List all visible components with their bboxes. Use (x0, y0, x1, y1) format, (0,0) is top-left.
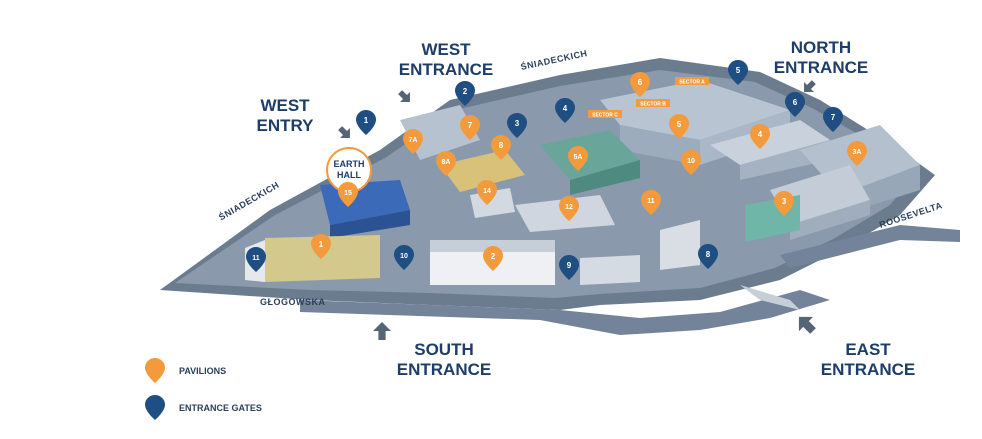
pavilion-pin-label: 14 (483, 188, 491, 195)
pavilion-pin-label: 3 (782, 197, 787, 206)
legend-entrance-gates: ENTRANCE GATES (145, 395, 262, 420)
gate-pin-7: 7 (823, 107, 843, 132)
gate-pin-4: 4 (555, 98, 575, 123)
pavilion-pin-5a: 5A (568, 146, 588, 171)
gate-pin-label: 8 (706, 250, 711, 259)
south-road (300, 290, 830, 335)
gate-pin-icon (145, 395, 165, 420)
pavilion-pin-label: 8A (442, 159, 451, 166)
earth-hall-label-1: EARTH (334, 159, 365, 169)
gate-pin-label: 10 (400, 253, 408, 260)
pavilion-pin-label: 12 (565, 204, 573, 211)
gate-pin-label: 1 (364, 116, 369, 125)
pavilion-pin-icon (145, 358, 165, 383)
gate-pin-label: 9 (567, 261, 572, 270)
sector-c-label: SECTOR C (592, 113, 618, 119)
pavilion-pin-label: 15 (344, 190, 352, 197)
pavilion-pin-8a: 8A (436, 151, 456, 176)
pavilion-pin-label: 5 (677, 120, 682, 129)
west-entry-arrow (335, 123, 355, 143)
pavilion-pin-label: 7 (468, 121, 473, 130)
road-markings (740, 285, 800, 310)
gate-pin-label: 4 (563, 104, 568, 113)
sector-tags: SECTOR A SECTOR B SECTOR C (588, 77, 709, 119)
pavilion-pin-7: 7 (460, 115, 480, 140)
pavilion-pin-label: 3A (853, 149, 862, 156)
gate-pin-label: 11 (252, 255, 260, 262)
pavilion-pin-4: 4 (750, 124, 770, 149)
pavilion-pin-2: 2 (483, 246, 503, 271)
gate-pin-1: 1 (356, 110, 376, 135)
west-entrance-arrow (395, 87, 415, 107)
pavilion-pin-label: 7A (409, 137, 418, 144)
gate-pin-10: 10 (394, 245, 414, 270)
pavilion-pin-15: 15 (338, 182, 358, 207)
pavilion-pin-5: 5 (669, 114, 689, 139)
pavilion-pin-1: 1 (311, 234, 331, 259)
pavilion-pin-8: 8 (491, 135, 511, 160)
south-entrance-arrow (373, 322, 391, 340)
legend-pavilions-label: PAVILIONS (179, 365, 227, 376)
pavilion-pin-3: 3 (774, 191, 794, 216)
gate-pin-label: 2 (463, 87, 468, 96)
legend-pavilions: PAVILIONS (145, 358, 226, 383)
gate-pin-11: 11 (246, 247, 266, 272)
pavilion-pin-label: 8 (499, 141, 504, 150)
pavilion-pin-label: 1 (319, 240, 324, 249)
legend-entrance-gates-label: ENTRANCE GATES (179, 402, 262, 413)
pavilion-pin-6: 6 (630, 72, 650, 97)
gate-pin-label: 7 (831, 113, 836, 122)
pavilion-pin-12: 12 (559, 196, 579, 221)
east-entrance-arrow (791, 309, 821, 339)
pavilion-pin-11: 11 (641, 190, 661, 215)
pavilion-pin-label: 10 (687, 158, 695, 165)
pavilion-pin-14: 14 (477, 180, 497, 205)
gate-pin-5: 5 (728, 60, 748, 85)
gate-pin-label: 6 (793, 98, 798, 107)
pavilion-pin-label: 6 (638, 78, 643, 87)
pavilion-pin-7a: 7A (403, 129, 423, 154)
sector-b-label: SECTOR B (640, 102, 666, 108)
gate-pin-2: 2 (455, 81, 475, 106)
gate-pin-9: 9 (559, 255, 579, 280)
gate-pin-8: 8 (698, 244, 718, 269)
pavilion-pin-10: 10 (681, 150, 701, 175)
gate-pin-6: 6 (785, 92, 805, 117)
sector-a-label: SECTOR A (679, 80, 705, 86)
pavilion-pin-label: 11 (647, 198, 655, 205)
pavilion-pin-label: 5A (574, 154, 583, 161)
gate-pin-3: 3 (507, 113, 527, 138)
gate-pin-label: 3 (515, 119, 520, 128)
earth-hall-label-2: HALL (337, 170, 361, 180)
pavilion-pin-label: 4 (758, 130, 763, 139)
pavilion-pin-label: 2 (491, 252, 496, 261)
gate-pin-label: 5 (736, 66, 741, 75)
east-road (780, 225, 960, 268)
pavilion-pin-3a: 3A (847, 141, 867, 166)
street-label-south: GŁOGOWSKA (260, 297, 326, 307)
